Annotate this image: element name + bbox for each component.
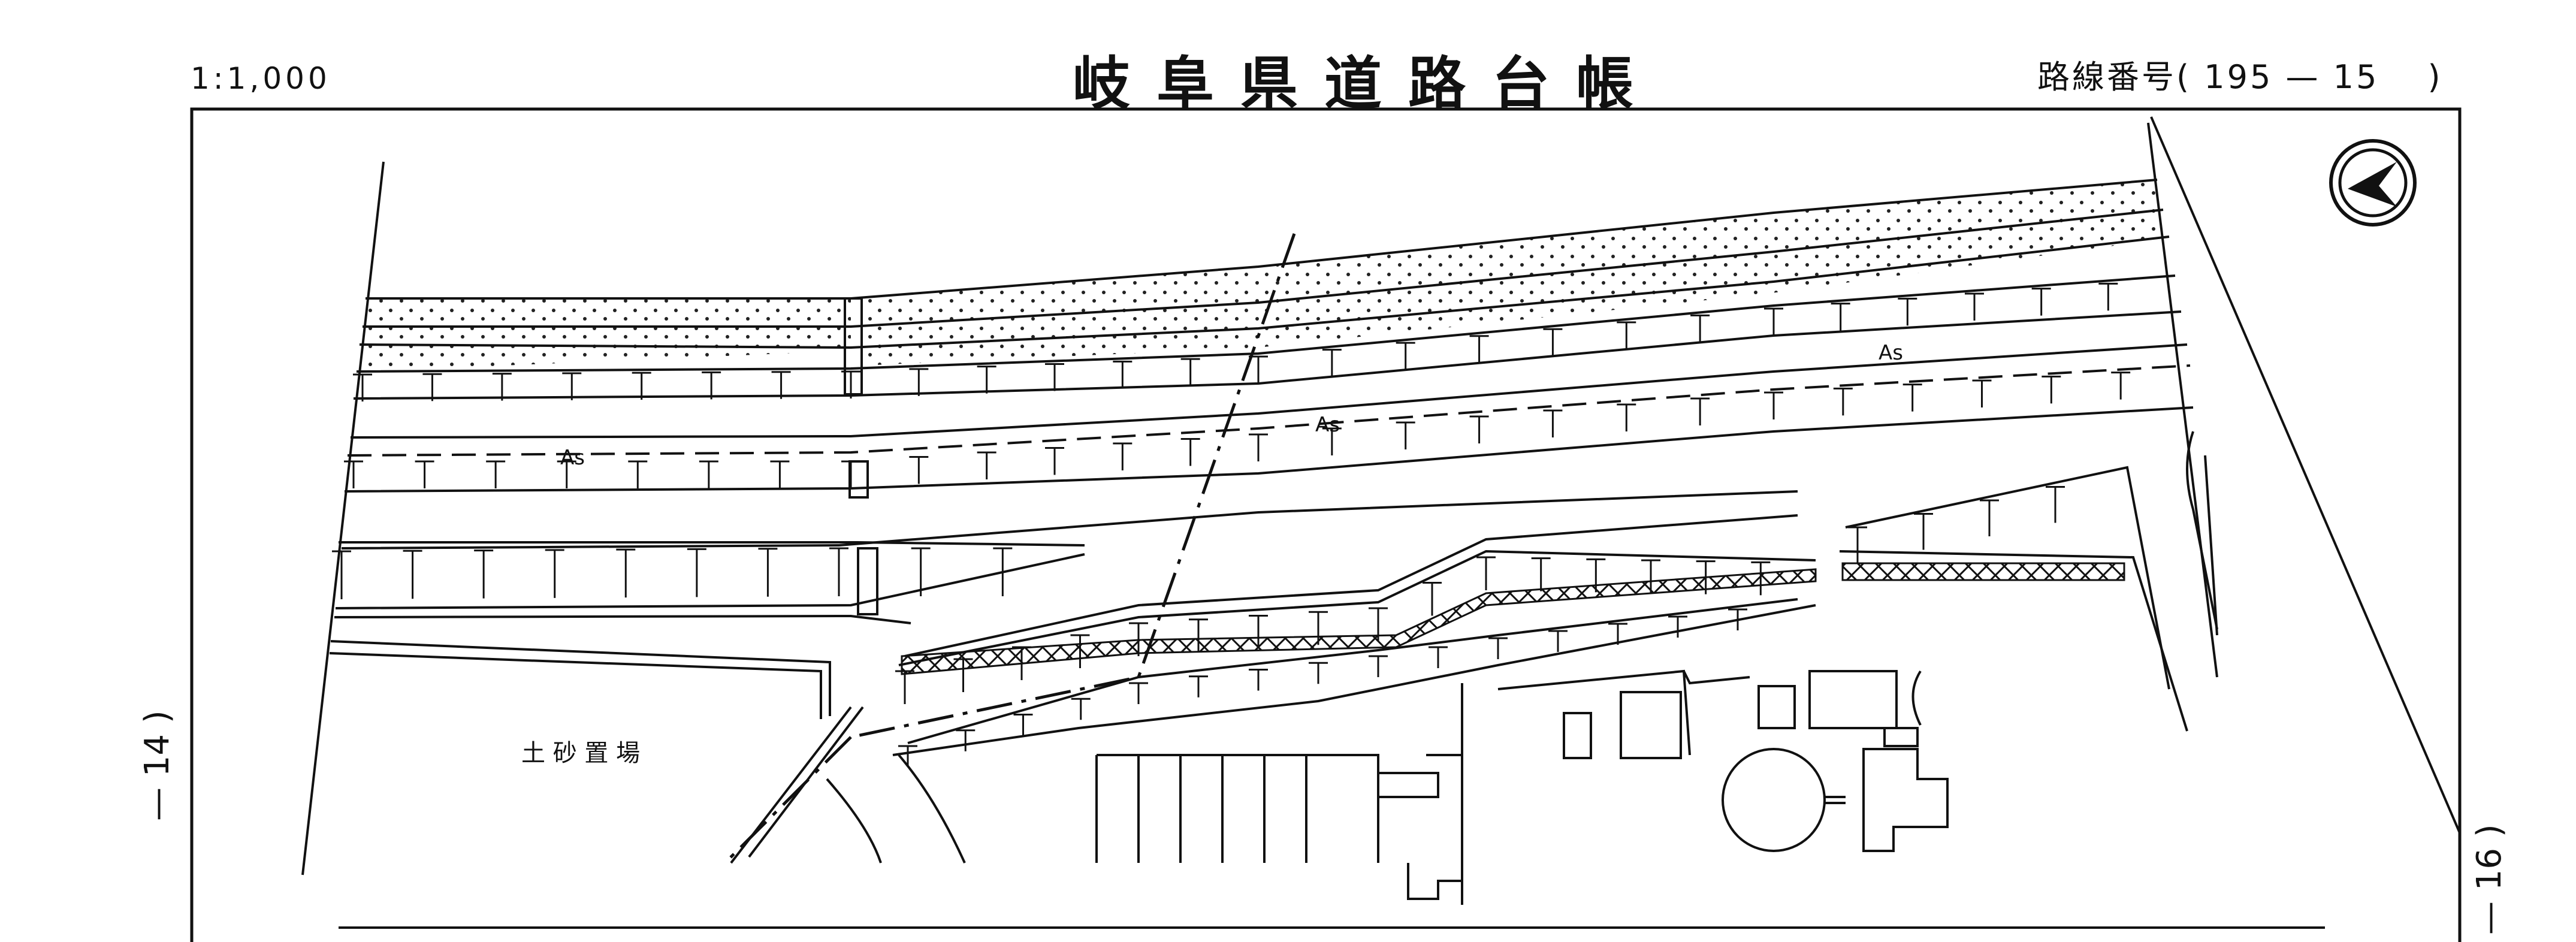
industrial-lots — [1095, 669, 1949, 905]
map-boundary — [301, 116, 2461, 929]
road-edges-upper — [353, 179, 2182, 400]
slope-hatching — [332, 282, 2131, 767]
north-arrow-icon — [2329, 139, 2417, 227]
right-side-detail — [1911, 431, 2218, 726]
culverts — [844, 297, 878, 615]
route-close: ) — [2427, 58, 2443, 96]
route-number: 路線番号( 195 — 15 ) — [2037, 50, 2443, 98]
main-road — [341, 343, 2194, 550]
yard-label: 土 砂 置 場 — [521, 739, 640, 767]
road-edges-lower — [334, 466, 2188, 756]
page-title: 岐阜県道路台帳 — [1073, 50, 1660, 117]
embankment-dotted — [366, 180, 2157, 372]
guard-wall — [901, 562, 2125, 675]
route-label: 路線番号( — [2037, 58, 2192, 96]
yard-enclosure — [329, 640, 966, 864]
surface-label-lower: As — [560, 446, 585, 470]
surface-label-upper: As — [1879, 341, 1903, 365]
route-number-value: 195 — 15 — [2204, 58, 2379, 96]
sheet-frame — [190, 107, 2462, 942]
surface-label-middle: As — [1315, 413, 1340, 437]
map-scale: 1:1,000 — [191, 61, 331, 96]
